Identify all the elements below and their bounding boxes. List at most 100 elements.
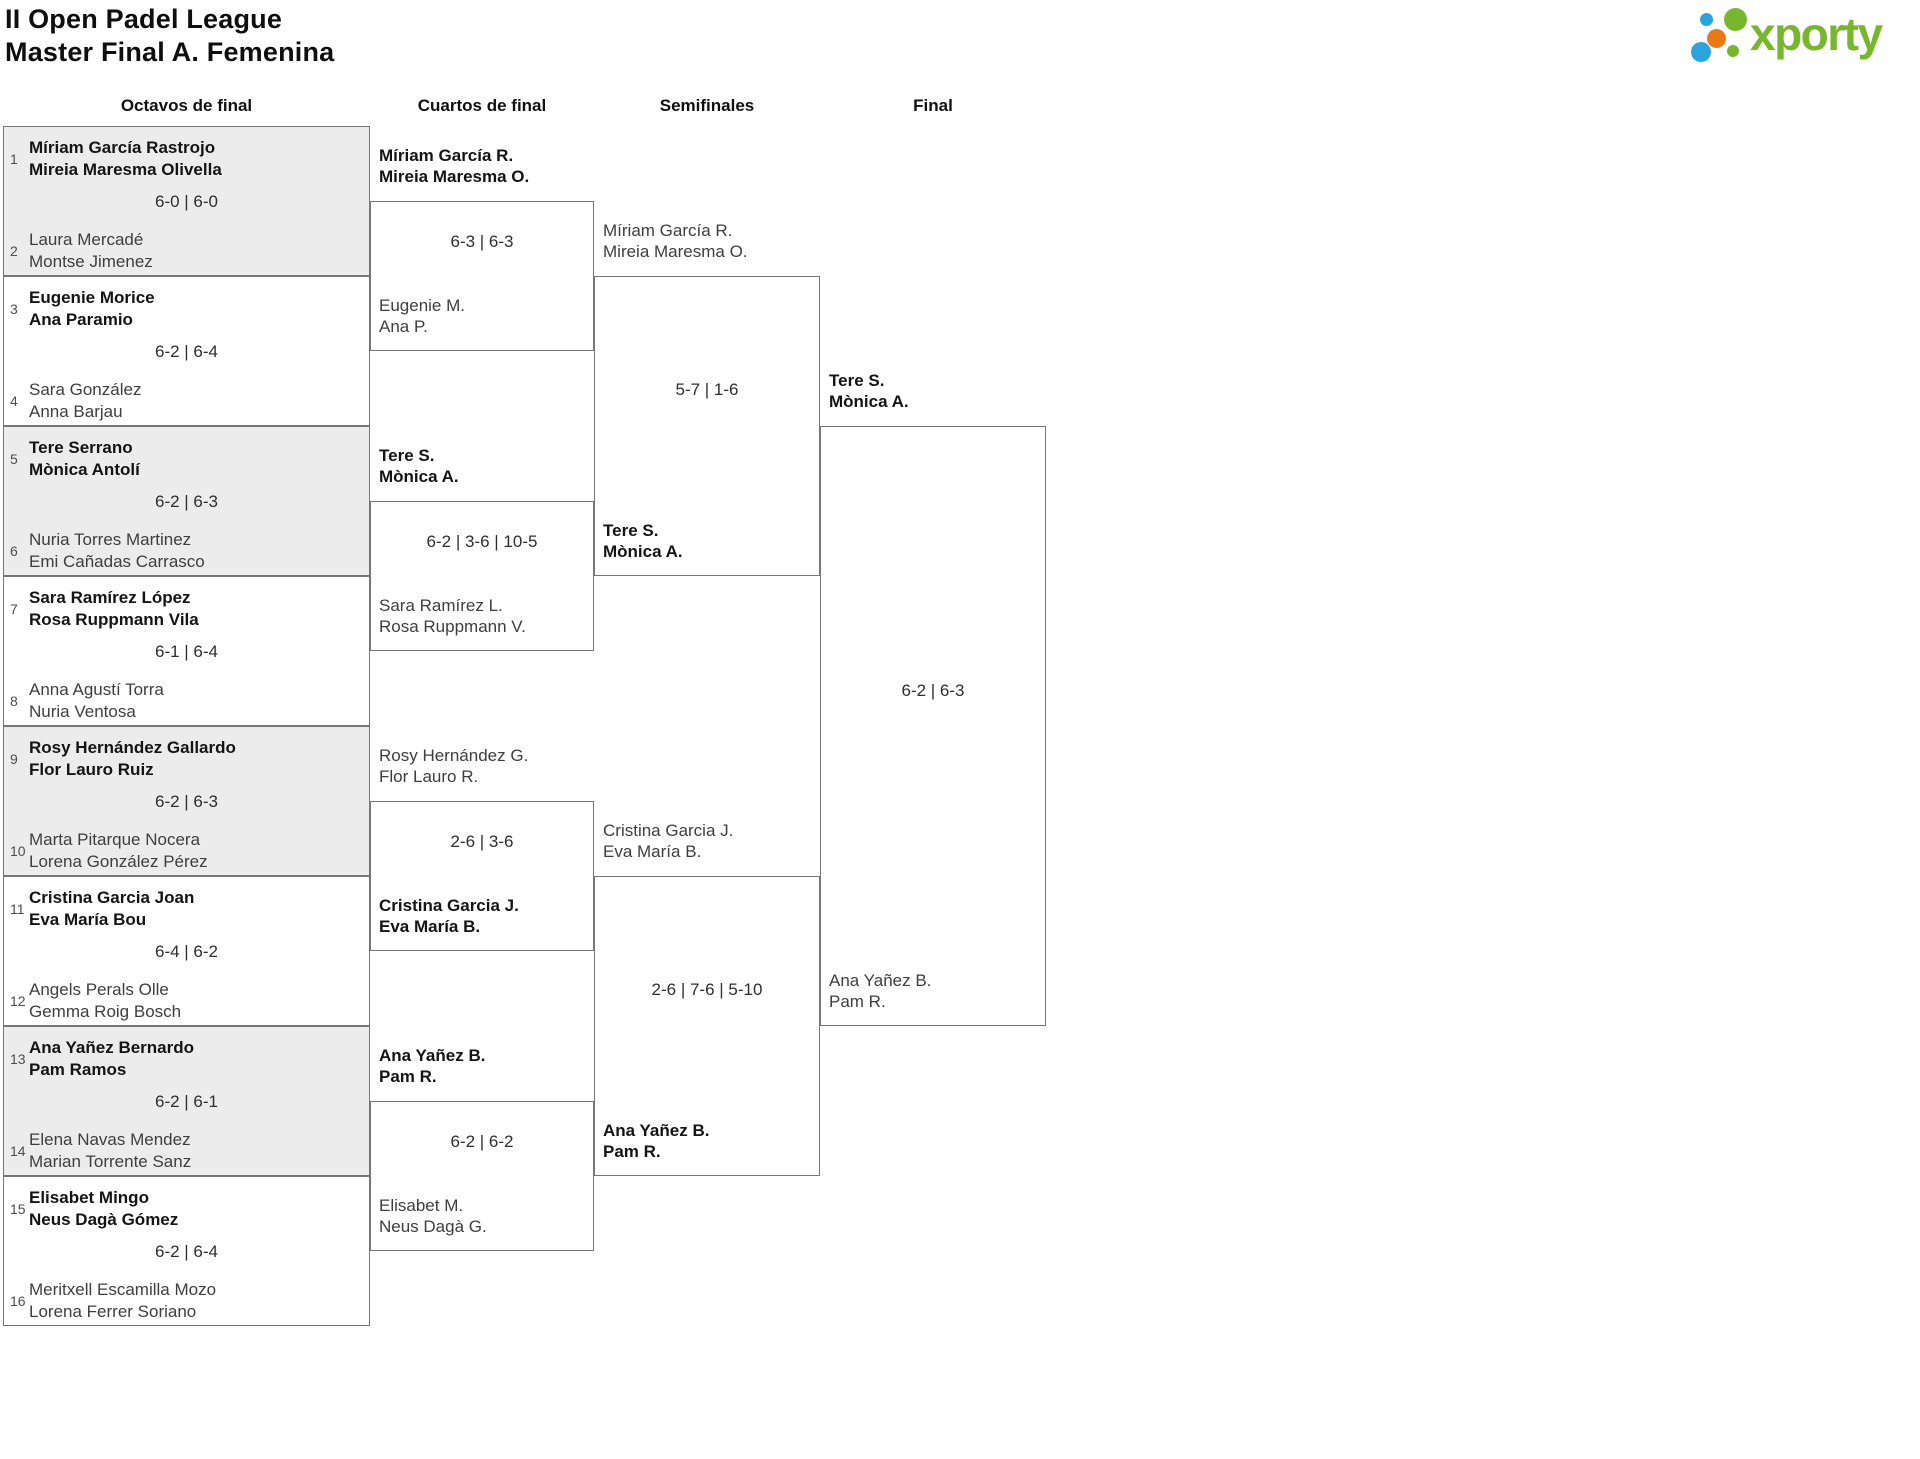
semifinal-match-box: Míriam García R. Mireia Maresma O. Tere S.… [594,221,820,576]
player-name: Elisabet Mingo [29,1188,149,1207]
player-name: Montse Jimenez [29,252,153,271]
seed-number: 8 [10,693,18,709]
seed-number: 6 [10,543,18,559]
player-name: Meritxell Escamilla Mozo [29,1280,217,1299]
match-score: 6-3 | 6-3 [450,232,514,251]
player-name: Ana P. [379,317,428,336]
seed-number: 16 [10,1293,26,1309]
logo-text: xporty [1750,8,1883,60]
player-name: Laura Mercadé [29,230,144,249]
advancing-team-label: Tere S.Mònica A. [829,370,909,412]
player-name: Rosa Ruppmann Vila [29,610,199,629]
seed-number: 1 [10,151,18,167]
player-name: Eugenie Morice [29,288,155,307]
player-name: Mònica A. [829,392,909,411]
seed-number: 2 [10,243,18,259]
xporty-logo[interactable]: xporty [1688,4,1920,68]
advancing-team-label: Elisabet M.Neus Dagà G. [379,1195,487,1237]
match-score: 6-2 | 6-1 [154,1092,218,1111]
player-name: Pam R. [603,1142,661,1161]
player-name: Mireia Maresma Olivella [29,160,222,179]
logo-dot-blue-small [1700,13,1713,26]
round-header-semifinales: Semifinales [659,96,755,115]
tournament-name: II Open Padel League [5,4,283,34]
player-name: Eva María Bou [29,910,147,929]
match-score: 6-2 | 6-3 [154,792,218,811]
player-name: Míriam García R. [603,221,733,240]
player-name: Gemma Roig Bosch [29,1002,182,1021]
player-name: Angels Perals Olle [29,980,169,999]
seed-number: 4 [10,393,18,409]
quarterfinal-match-box: Tere S.Mònica A.Sara Ramírez L.Rosa Rupp… [370,446,594,651]
player-name: Sara Ramírez L. [379,596,503,615]
quarterfinal-match-box: Míriam García R. Mireia Maresma O. Eugenie… [370,146,594,351]
player-name: Eugenie M. [379,296,465,315]
seed-number: 3 [10,301,18,317]
player-name: Ana Yañez B. [603,1121,710,1140]
player-name: Mònica Antolí [29,460,140,479]
player-name: Sara Ramírez López [29,588,191,607]
player-name: Lorena Ferrer Soriano [29,1302,197,1321]
player-name: Marta Pitarque Nocera [29,830,201,849]
advancing-team-label: Ana Yañez B.Pam R. [379,1045,485,1087]
player-name: Eva María B. [603,842,702,861]
advancing-team-label: Tere S.Mònica A. [603,520,683,562]
player-name: Anna Agustí Torra [29,680,164,699]
player-name: Ana Yañez B. [829,971,932,990]
player-name: Míriam García R. [379,146,514,165]
seed-number: 10 [10,843,26,859]
logo-dot-green-small [1727,45,1739,57]
advancing-team-label: Ana Yañez B.Pam R. [829,970,931,1012]
seed-number: 15 [10,1201,26,1217]
player-name: Mònica A. [379,467,459,486]
player-name: Nuria Torres Martinez [29,530,192,549]
quarterfinal-match-box: Ana Yañez B.Pam R. Elisabet M.Neus Dagà G… [370,1046,594,1251]
seed-number: 11 [10,901,25,917]
match-score: 6-2 | 6-4 [154,342,218,361]
page-title: II Open Padel League Master Final A. Fem… [5,3,334,69]
match-score: 6-2 | 6-4 [154,1242,218,1261]
logo-dot-green-large [1724,8,1747,31]
match-score: 2-6 | 3-6 [450,832,514,851]
player-name: Ana Yañez Bernardo [29,1038,195,1057]
final-match-box: Tere S.Mònica A.Ana Yañez B.Pam R.6-2 | … [820,371,1046,1026]
player-name: Mònica A. [603,542,683,561]
player-name: Tere Serrano [29,438,133,457]
advancing-team-label: Míriam García R. Mireia Maresma O. [603,220,748,262]
player-name: Ana Yañez B. [379,1046,486,1065]
match-score: 6-2 | 6-3 [154,492,218,511]
player-name: Rosa Ruppmann V. [379,617,526,636]
player-name: Marian Torrente Sanz [29,1152,192,1171]
player-name: Elena Navas Mendez [29,1130,191,1149]
advancing-team-label: Cristina Garcia J.Eva María B. [379,895,519,937]
player-name: Mireia Maresma O. [379,167,530,186]
player-name: Mireia Maresma O. [603,242,748,261]
advancing-team-label: Eugenie M. Ana P. [379,295,465,337]
player-name: Nuria Ventosa [29,702,136,721]
